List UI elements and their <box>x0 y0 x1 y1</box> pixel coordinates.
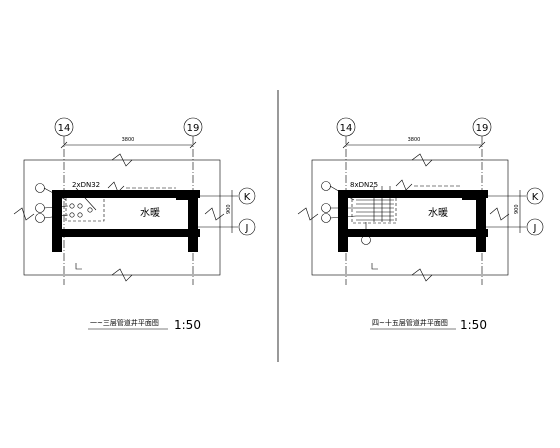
dimension-text: 3800 <box>122 137 135 143</box>
outer-boundary <box>23 159 221 276</box>
pipe-bundle <box>351 186 397 224</box>
axis-label-j: J <box>245 223 249 234</box>
wall-left <box>338 190 348 252</box>
side-dimension-text: 900 <box>514 204 520 214</box>
pipe-riser <box>87 207 93 213</box>
break-mark-right <box>204 207 225 221</box>
axis-label-j: J <box>533 223 537 234</box>
break-mark-right <box>489 207 510 221</box>
axis-label-19: 19 <box>476 123 489 134</box>
axis-label-14: 14 <box>340 123 353 134</box>
pipe-riser <box>77 212 83 218</box>
wall-left <box>52 190 62 252</box>
break-mark-bottom <box>411 268 433 282</box>
break-mark-bottom <box>111 268 133 282</box>
pipe-tag <box>361 235 371 245</box>
leader-line <box>75 187 97 211</box>
axis-bubble-j <box>526 218 544 236</box>
break-mark-left <box>13 207 35 221</box>
axis-label-14: 14 <box>58 123 71 134</box>
pipe-riser <box>77 203 83 209</box>
wall-right <box>188 190 198 252</box>
pipe-tag <box>35 183 45 193</box>
pipe-tag <box>321 203 331 213</box>
drawing-title: 一~三层管道井平面图 <box>90 318 159 327</box>
drawing-scale: 1:50 <box>174 318 201 332</box>
section-mark <box>75 263 82 270</box>
pipe-tag <box>321 181 331 191</box>
axis-label-k: K <box>532 192 539 203</box>
pipe-opening <box>65 196 105 222</box>
wall-right <box>476 190 486 252</box>
pipe-riser <box>69 212 75 218</box>
break-mark-left <box>297 207 319 221</box>
axis-bubble-j <box>238 218 256 236</box>
wall-corner <box>462 190 486 200</box>
axis-label-k: K <box>244 192 251 203</box>
axis-bubble-k <box>526 187 544 205</box>
side-dimension-text: 900 <box>226 204 232 214</box>
wall-bottom <box>338 229 488 237</box>
room-label: 水暖 <box>140 206 160 219</box>
room-label: 水暖 <box>428 206 448 219</box>
drawing-right: 14 19 3800 8xDN25 <box>297 117 544 332</box>
axis-label-19: 19 <box>187 123 200 134</box>
dimension-text: 3800 <box>408 137 421 143</box>
outer-boundary <box>311 159 509 276</box>
pipe-tag <box>321 213 331 223</box>
break-mark-top <box>111 153 133 167</box>
wall-bottom <box>52 229 200 237</box>
break-mark-top <box>411 153 433 167</box>
pipe-tag <box>35 213 45 223</box>
section-mark <box>371 263 378 270</box>
pipe-riser <box>69 203 75 209</box>
break-mark <box>395 179 413 191</box>
drawing-title: 四~十五层管道井平面图 <box>372 318 448 327</box>
wall-corner <box>176 190 198 200</box>
wall-top <box>338 190 488 198</box>
drawing-scale: 1:50 <box>460 318 487 332</box>
wall-top <box>52 190 200 198</box>
pipe-annotation: 8xDN25 <box>350 181 378 189</box>
pipe-annotation: 2xDN32 <box>72 181 100 189</box>
axis-bubble-k <box>238 187 256 205</box>
pipe-tag <box>35 203 45 213</box>
drawing-left: 14 19 3800 2xDN32 水暖 <box>13 117 256 332</box>
break-mark <box>107 181 125 193</box>
